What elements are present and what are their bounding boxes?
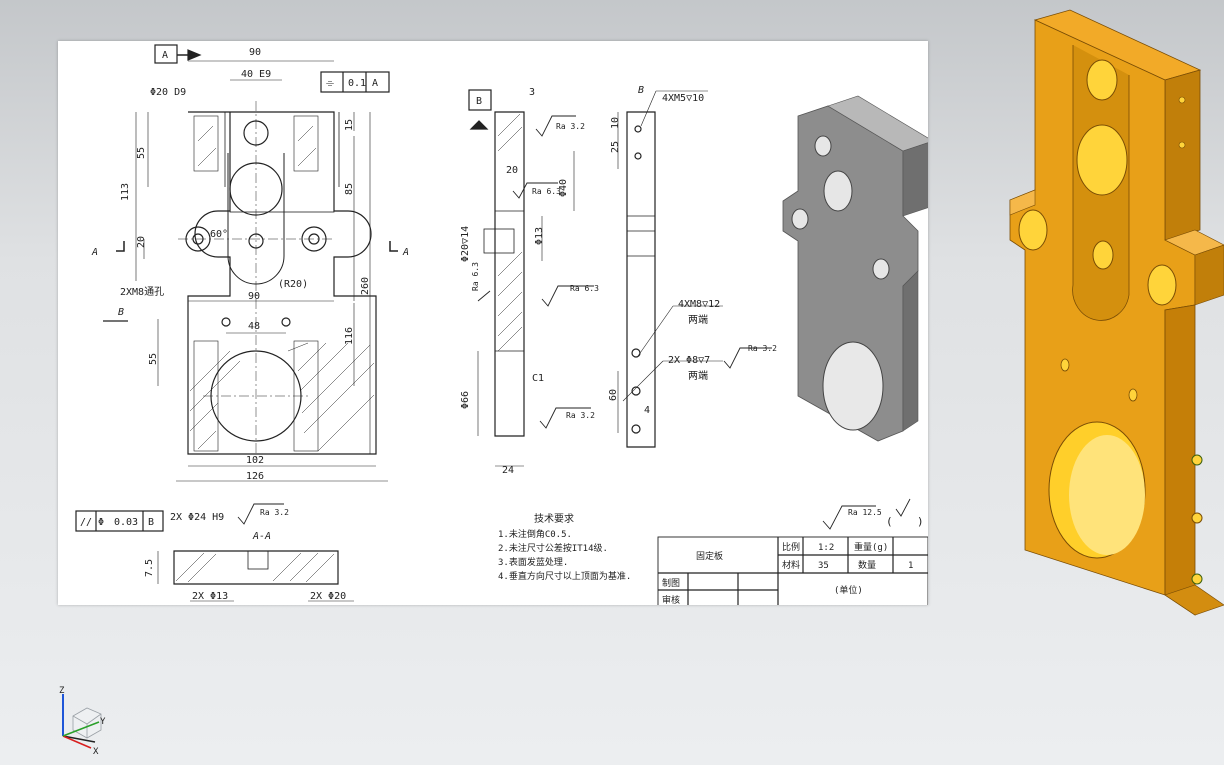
ra-32-c: Ra 3.2 (748, 344, 777, 353)
tb-part-name: 固定板 (696, 550, 723, 562)
note-1: 1.未注倒角C0.5. (498, 528, 572, 540)
dim-102: 102 (246, 455, 264, 466)
ra-32-d: Ra 3.2 (260, 508, 289, 517)
section-mark-a-left: A (91, 247, 98, 258)
ra-32-a: Ra 3.2 (556, 122, 585, 131)
fcf-flat-tol: 0.1 (348, 78, 366, 89)
3d-model-part[interactable] (1005, 5, 1224, 620)
dim-55b: 55 (148, 353, 159, 365)
label-both-2: 两端 (688, 369, 708, 382)
ra-63-b: Ra 6.3 (570, 284, 599, 293)
dim-260: 260 (360, 277, 371, 295)
dim-4: 4 (644, 405, 650, 416)
tb-unit: (单位) (834, 584, 863, 596)
triad-z-label: Z (59, 686, 65, 696)
note-2: 2.未注尺寸公差按IT14级. (498, 542, 608, 554)
tb-qty: 1 (908, 561, 913, 571)
note-4: 4.垂直方向尺寸以上顶面为基准. (498, 570, 631, 582)
triad-y-label: Y (100, 717, 106, 727)
dim-d20d9: Φ20 D9 (150, 87, 186, 98)
label-d20: 2X Φ20 (310, 591, 346, 602)
y-axis-icon (62, 721, 100, 737)
dim-side-3: 3 (529, 87, 535, 98)
fcf-flat-datum: A (372, 78, 378, 89)
dim-60deg: 60° (210, 229, 228, 240)
fcf-par-tol: 0.03 (114, 517, 138, 528)
tb-material: 35 (818, 561, 829, 571)
tb-drawn: 制图 (662, 577, 680, 589)
dim-side-d66: Φ66 (460, 391, 471, 409)
fcf-par-dia: Φ (98, 517, 104, 528)
general-ra-paren-close: ) (917, 515, 924, 528)
label-d8: 2X Φ8▽7 (668, 355, 710, 366)
dim-85: 85 (344, 183, 355, 195)
dim-side-c1: C1 (532, 373, 544, 384)
fcf-flat-symbol: ⌯ (326, 78, 334, 89)
ra-32-b: Ra 3.2 (566, 411, 595, 420)
dim-side-24: 24 (502, 465, 514, 476)
dim-side-d20: Φ20▽14 (460, 226, 471, 262)
dim-side-d13: Φ13 (534, 227, 545, 245)
tb-checked: 审核 (662, 594, 680, 605)
label-m8: 4XM8▽12 (678, 299, 720, 310)
datum-b-label: B (476, 96, 482, 107)
tb-weight-label: 重量(g) (854, 541, 888, 553)
general-ra: Ra 12.5 (848, 508, 882, 517)
dim-90: 90 (249, 47, 261, 58)
view-b-label: B (638, 85, 644, 96)
dim-48: 48 (248, 321, 260, 332)
label-m5: 4XM5▽10 (662, 93, 704, 104)
triad-x-label: X (93, 747, 99, 754)
dim-side-20: 20 (506, 165, 518, 176)
general-ra-paren: ( (886, 515, 893, 528)
tb-scale-label: 比例 (782, 541, 800, 553)
dim-116: 116 (344, 327, 355, 345)
dim-55a: 55 (136, 147, 147, 159)
tb-qty-label: 数量 (858, 559, 876, 571)
iso-part-preview (782, 95, 928, 442)
section-title: A-A (252, 531, 271, 542)
fcf-par-datum: B (148, 517, 154, 528)
drawing-sheet-image[interactable]: 90 40 E9 Φ20 D9 55 113 15 85 20 260 116 … (58, 41, 928, 605)
label-d24: 2X Φ24 H9 (170, 512, 224, 523)
notes-title: 技术要求 (534, 512, 574, 525)
view-label-b: B (118, 307, 124, 318)
dim-15: 15 (344, 119, 355, 131)
section-mark-a-right: A (402, 247, 409, 258)
dim-90b: 90 (248, 291, 260, 302)
label-m8-thru: 2XM8通孔 (120, 286, 164, 298)
datum-a-label: A (162, 50, 168, 61)
dim-60: 60 (608, 389, 619, 401)
tb-scale: 1:2 (818, 543, 834, 553)
tb-material-label: 材料 (782, 559, 800, 571)
view-triad[interactable]: Z Y X (55, 684, 115, 757)
x-axis-icon (62, 735, 92, 749)
dim-20: 20 (136, 236, 147, 248)
dim-113: 113 (120, 183, 131, 201)
dim-126: 126 (246, 471, 264, 482)
note-3: 3.表面发蓝处理. (498, 556, 568, 568)
dim-40e9: 40 E9 (241, 69, 271, 80)
label-both-1: 两端 (688, 313, 708, 326)
dim-25: 25 (610, 141, 621, 153)
ra-63-a: Ra 6.3 (532, 187, 561, 196)
dim-r20: (R20) (278, 279, 308, 290)
fcf-par-symbol: // (80, 517, 92, 528)
label-d13: 2X Φ13 (192, 591, 228, 602)
dim-10: 10 (610, 117, 621, 129)
dim-side-d40: Φ40 (558, 179, 569, 197)
dim-7-5: 7.5 (144, 559, 155, 577)
engineering-drawing: 90 40 E9 Φ20 D9 55 113 15 85 20 260 116 … (75, 44, 928, 605)
ra-63-c: Ra 6.3 (471, 262, 480, 291)
